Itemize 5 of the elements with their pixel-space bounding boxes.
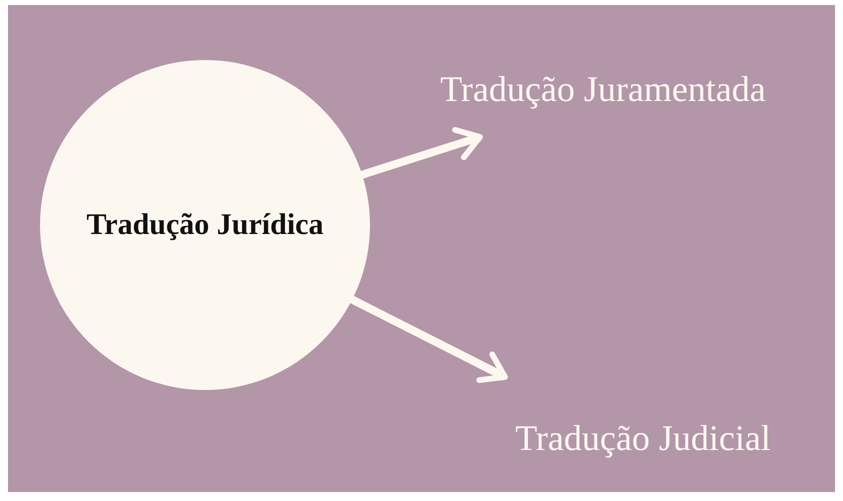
- branch-label: Tradução Juramentada: [440, 68, 766, 110]
- branch-label: Tradução Judicial: [515, 417, 771, 459]
- node-label: Tradução Jurídica: [86, 208, 324, 242]
- arrow: [349, 296, 508, 383]
- arrow: [360, 127, 483, 179]
